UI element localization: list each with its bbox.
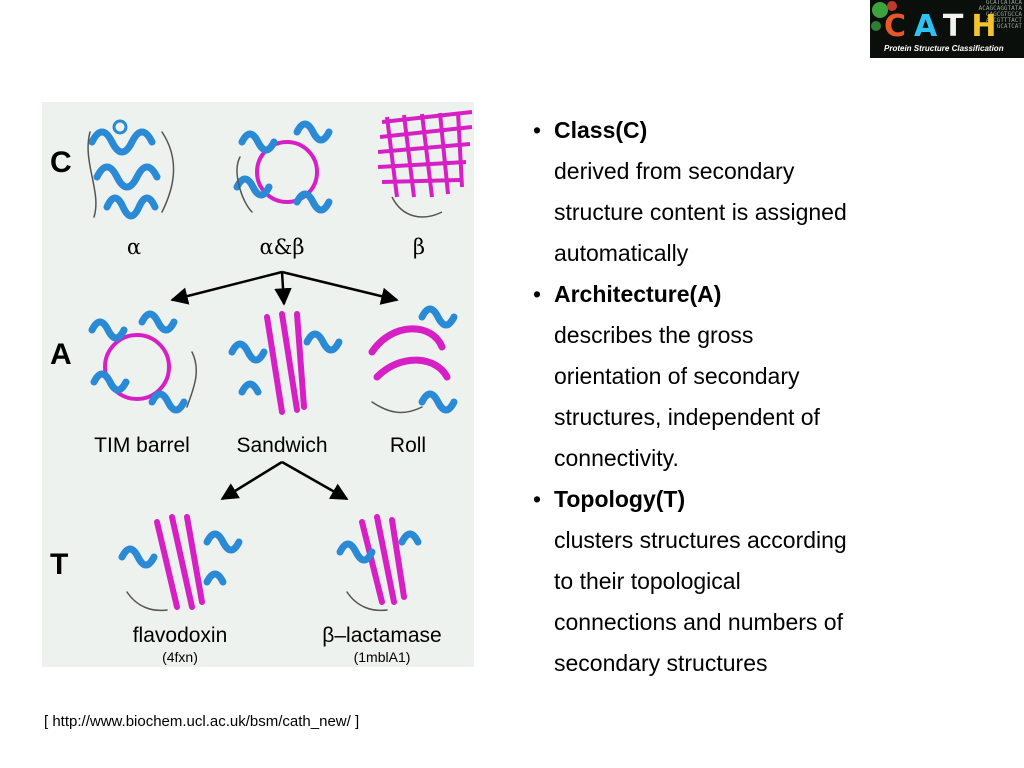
class-to-architecture-arrows [170, 270, 399, 306]
bullet-line: secondary structures [554, 650, 768, 676]
bullet-heading: Class(C) [554, 117, 648, 143]
beta-lactamase-structure [336, 514, 422, 612]
tim-barrel-structure [88, 310, 197, 414]
bullet-class: • Class(C) derived from secondary structu… [533, 110, 953, 274]
hierarchy-diagram: C A T [50, 110, 473, 665]
bullet-line: structures, independent of [554, 404, 820, 430]
roll-structure [368, 305, 458, 414]
logo-letters: CATH [884, 12, 1005, 42]
class-label-alpha-beta: α&β [259, 235, 304, 259]
bullet-line: describes the gross [554, 322, 754, 348]
row-letter-t: T [50, 548, 68, 581]
source-citation: [ http://www.biochem.ucl.ac.uk/bsm/cath_… [44, 713, 360, 730]
logo-subtitle: Protein Structure Classification [884, 44, 1004, 53]
bullet-architecture: • Architecture(A) describes the gross ori… [533, 274, 953, 479]
row-letter-c: C [50, 146, 72, 179]
class-label-alpha: α [127, 235, 141, 259]
bullet-dot: • [533, 281, 542, 307]
flavodoxin-structure [118, 514, 243, 612]
logo-letter-t: T [942, 9, 972, 44]
bullet-dot: • [533, 117, 542, 143]
row-letter-a: A [50, 338, 72, 371]
class-label-beta: β [413, 235, 425, 259]
beta-structure [377, 110, 473, 218]
bullet-line: derived from secondary [554, 158, 795, 184]
cath-logo: GCATCATACA ACAGCAGGTATA CAGCGTGCCA ATCGT… [870, 0, 1024, 58]
arch-label-tim-barrel: TIM barrel [94, 434, 190, 457]
hierarchy-description: • Class(C) derived from secondary structu… [533, 110, 953, 684]
topo-label-flavodoxin: flavodoxin [133, 624, 228, 647]
bullet-heading: Architecture(A) [554, 281, 722, 307]
sandwich-structure [228, 311, 343, 415]
alpha-beta-structure [233, 120, 333, 214]
bullet-dot: • [533, 486, 542, 512]
bullet-line: automatically [554, 240, 689, 266]
cath-hierarchy-figure: C A T [42, 102, 474, 667]
molecule-icon [871, 1, 897, 31]
bullet-line: connectivity. [554, 445, 679, 471]
arch-label-roll: Roll [390, 434, 426, 457]
topo-label-beta-lactamase: β–lactamase [322, 624, 441, 647]
topo-code-4fxn: (4fxn) [162, 649, 198, 665]
topo-code-1mbla1: (1mblA1) [354, 649, 411, 665]
bullet-line: clusters structures according [554, 527, 847, 553]
bullet-line: structure content is assigned [554, 199, 847, 225]
alpha-structure [87, 119, 175, 220]
logo-sequence: GCATCATACA ACAGCAGGTATA CAGCGTGCCA ATCGT… [978, 0, 1022, 30]
logo-letter-h: H [971, 9, 1005, 44]
arch-label-sandwich: Sandwich [236, 434, 327, 457]
bullet-line: connections and numbers of [554, 609, 843, 635]
logo-letter-a: A [914, 9, 943, 44]
bullet-line: orientation of secondary [554, 363, 800, 389]
architecture-to-topology-arrows [220, 460, 349, 501]
bullet-line: to their topological [554, 568, 741, 594]
bullet-topology: • Topology(T) clusters structures accordi… [533, 479, 953, 684]
logo-letter-c: C [884, 9, 915, 44]
bullet-heading: Topology(T) [554, 486, 686, 512]
